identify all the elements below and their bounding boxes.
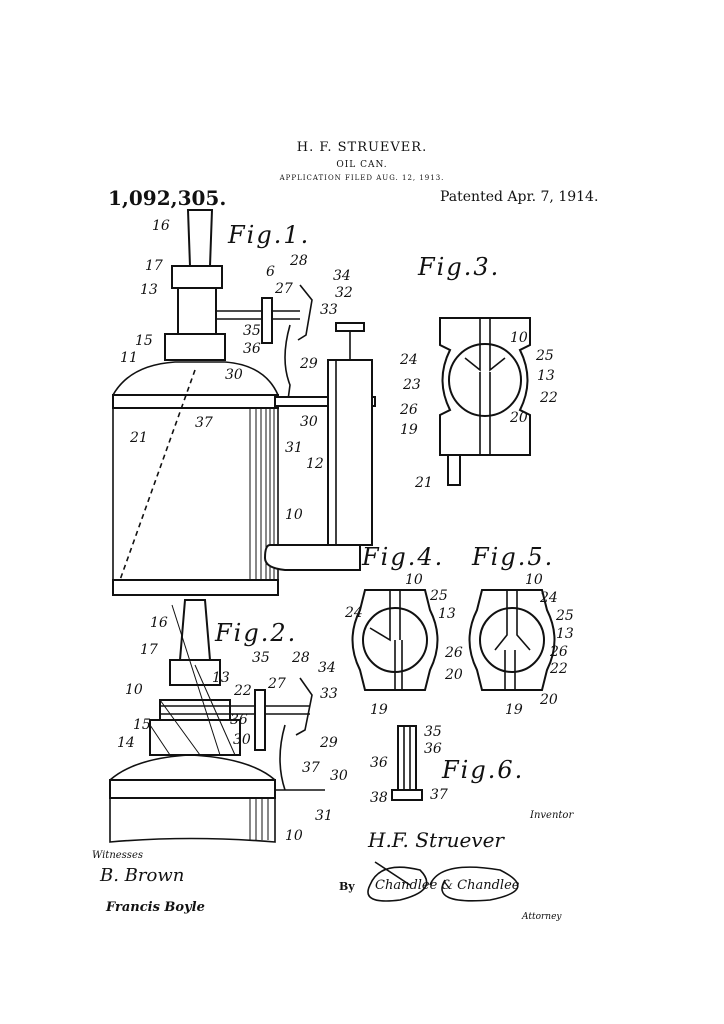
fig1-reference-numeral: 28 <box>289 253 308 269</box>
fig1-reference-numeral: 36 <box>243 341 261 357</box>
fig3-reference-numeral: 19 <box>400 422 418 438</box>
fig3-reference-numeral: 21 <box>414 475 433 491</box>
fig1-reference-numeral: 16 <box>152 218 170 234</box>
fig1-reference-numeral: 10 <box>285 507 303 523</box>
fig6-reference-numeral: 35 <box>424 724 442 740</box>
fig4-reference-numeral: 26 <box>444 645 463 661</box>
fig3-reference-numeral: 10 <box>510 330 528 346</box>
fig1-reference-numeral: 27 <box>274 281 293 297</box>
fig2-reference-numeral: 13 <box>212 670 230 686</box>
fig-5-label: Fig.5. <box>471 543 554 571</box>
witnesses-label: Witnesses <box>92 850 143 861</box>
fig5-reference-numeral: 24 <box>539 590 558 606</box>
witness-1-signature: B. Brown <box>100 865 185 886</box>
fig2-reference-numeral: 33 <box>320 686 338 702</box>
fig6-reference-numeral: 38 <box>370 790 388 806</box>
fig1-reference-numeral: 29 <box>299 356 318 372</box>
fig5-reference-numeral: 20 <box>539 692 558 708</box>
fig2-reference-numeral: 36 <box>230 712 248 728</box>
fig3-reference-numeral: 24 <box>399 352 418 368</box>
fig-3-label: Fig.3. <box>417 253 500 281</box>
inventor-signature: H.F. Struever <box>368 828 504 852</box>
fig2-reference-numeral: 31 <box>315 808 333 824</box>
fig1-reference-numeral: 31 <box>285 440 303 456</box>
fig2-reference-numeral: 30 <box>233 732 251 748</box>
fig1-reference-numeral: 13 <box>140 282 158 298</box>
fig2-reference-numeral: 17 <box>140 642 158 658</box>
fig2-reference-numeral: 16 <box>150 615 168 631</box>
fig1-reference-numeral: 30 <box>300 414 318 430</box>
fig2-reference-numeral: 27 <box>267 676 286 692</box>
fig2-reference-numeral: 10 <box>125 682 143 698</box>
fig3-reference-numeral: 23 <box>402 377 421 393</box>
application-filed: APPLICATION FILED AUG. 12, 1913. <box>279 174 445 182</box>
figure-2-drawing <box>109 599 325 843</box>
by-label: By <box>339 880 355 893</box>
fig1-reference-numeral: 17 <box>145 258 163 274</box>
fig1-reference-numeral: 11 <box>120 350 138 366</box>
fig6-reference-numeral: 36 <box>370 755 388 771</box>
inventor-header: H. F. STRUEVER. <box>296 140 428 155</box>
fig1-reference-numeral: 21 <box>129 430 148 446</box>
fig1-reference-numeral: 32 <box>335 285 353 301</box>
fig4-reference-numeral: 20 <box>444 667 463 683</box>
figure-3-drawing <box>439 317 531 486</box>
fig2-reference-numeral: 15 <box>133 717 151 733</box>
patent-date: Patented Apr. 7, 1914. <box>440 189 599 205</box>
fig6-reference-numeral: 37 <box>430 787 448 803</box>
fig2-reference-numeral: 37 <box>302 760 320 776</box>
fig1-reference-numeral: 37 <box>195 415 213 431</box>
fig2-reference-numeral: 22 <box>233 683 252 699</box>
figure-6-drawing <box>391 725 423 801</box>
figure-4-drawing <box>351 589 439 691</box>
fig2-reference-numeral: 34 <box>318 660 336 676</box>
fig2-reference-numeral: 28 <box>291 650 310 666</box>
attorney-signature: Chandlee & Chandlee <box>375 878 520 893</box>
fig3-reference-numeral: 22 <box>539 390 558 406</box>
fig6-reference-numeral: 36 <box>424 741 442 757</box>
fig1-reference-numeral: 15 <box>135 333 153 349</box>
fig4-reference-numeral: 24 <box>344 605 363 621</box>
fig2-reference-numeral: 10 <box>285 828 303 844</box>
fig-4-label: Fig.4. <box>361 543 444 571</box>
attorney-signature-flourish <box>367 861 519 902</box>
fig5-reference-numeral: 13 <box>556 626 574 642</box>
fig5-reference-numeral: 10 <box>525 572 543 588</box>
fig3-reference-numeral: 25 <box>535 348 554 364</box>
fig2-reference-numeral: 29 <box>319 735 338 751</box>
fig1-reference-numeral: 12 <box>306 456 324 472</box>
fig5-reference-numeral: 19 <box>505 702 523 718</box>
fig5-reference-numeral: 25 <box>555 608 574 624</box>
invention-title: OIL CAN. <box>336 160 388 170</box>
fig3-reference-numeral: 13 <box>537 368 555 384</box>
witness-2-signature: Francis Boyle <box>106 900 205 915</box>
fig1-reference-numeral: 6 <box>266 264 275 280</box>
figure-1-drawing <box>112 209 376 596</box>
fig3-reference-numeral: 20 <box>509 410 528 426</box>
patent-number: 1,092,305. <box>108 186 227 210</box>
fig5-reference-numeral: 26 <box>549 644 568 660</box>
fig1-reference-numeral: 34 <box>333 268 351 284</box>
fig4-reference-numeral: 19 <box>370 702 388 718</box>
fig4-reference-numeral: 25 <box>429 588 448 604</box>
attorney-label: Attorney <box>522 912 562 922</box>
fig4-reference-numeral: 10 <box>405 572 423 588</box>
fig1-reference-numeral: 30 <box>225 367 243 383</box>
fig5-reference-numeral: 22 <box>549 661 568 677</box>
inventor-label: Inventor <box>530 810 574 821</box>
fig3-reference-numeral: 26 <box>399 402 418 418</box>
fig2-reference-numeral: 35 <box>252 650 270 666</box>
figure-5-drawing <box>468 589 556 691</box>
fig2-reference-numeral: 14 <box>117 735 135 751</box>
fig4-reference-numeral: 13 <box>438 606 456 622</box>
fig-2-label: Fig.2. <box>214 619 297 647</box>
fig1-reference-numeral: 35 <box>243 323 261 339</box>
fig1-reference-numeral: 33 <box>320 302 338 318</box>
fig-1-label: Fig.1. <box>227 221 310 249</box>
fig2-reference-numeral: 30 <box>330 768 348 784</box>
fig-6-label: Fig.6. <box>441 756 524 784</box>
